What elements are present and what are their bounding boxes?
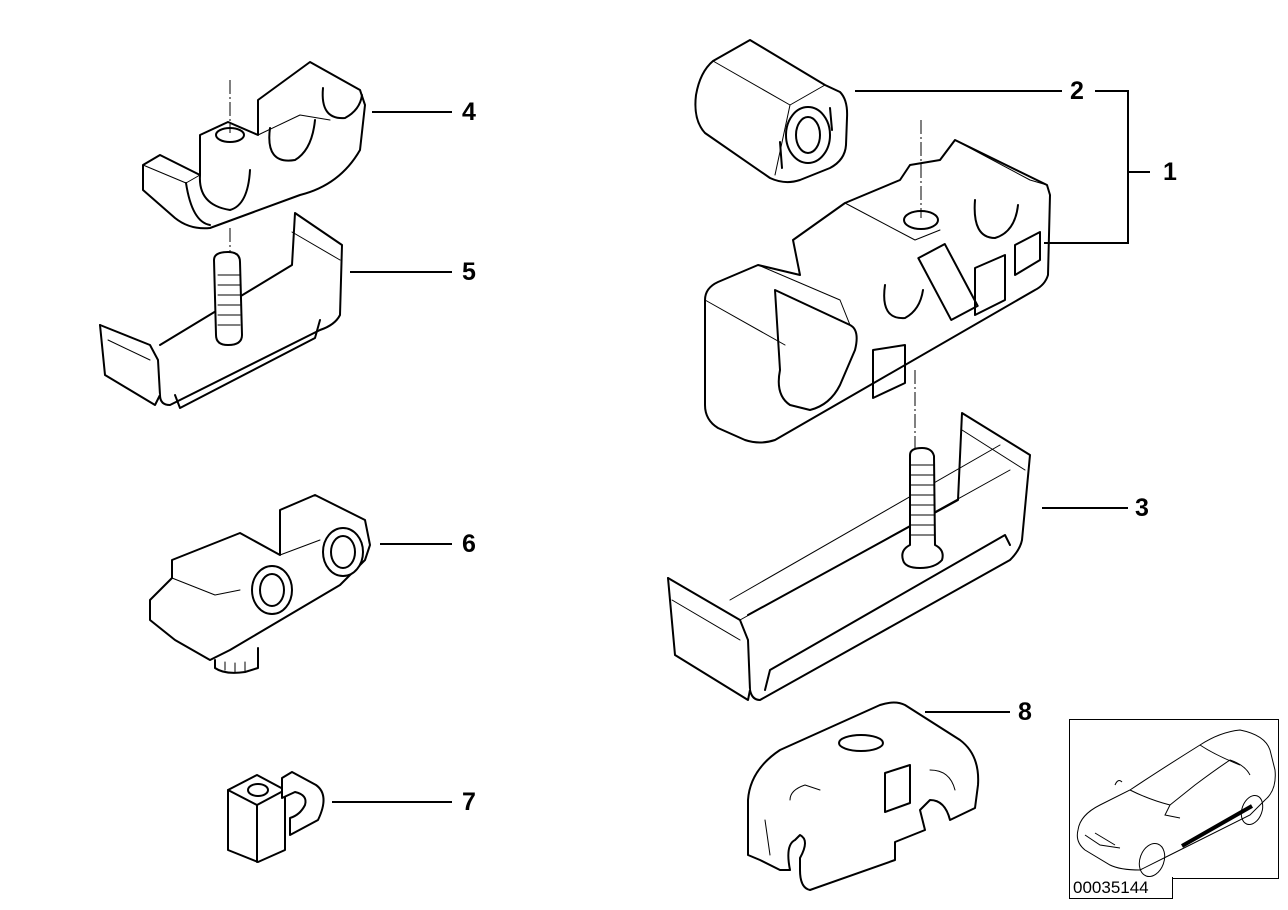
part-2-clip-insert <box>694 39 849 184</box>
part-8-saddle-clamp <box>747 701 980 891</box>
part-3-large-tray <box>667 412 1031 701</box>
car-location-thumbnail <box>1069 719 1279 879</box>
part-5-small-tray <box>99 212 343 409</box>
callout-2: 2 <box>1070 77 1084 105</box>
callout-8: 8 <box>1018 698 1032 726</box>
leader-lines <box>332 90 1150 803</box>
callout-3: 3 <box>1135 494 1149 522</box>
reference-number: 00035144 <box>1069 877 1173 899</box>
part-1-holder-body <box>704 139 1051 444</box>
callout-7: 7 <box>462 788 476 816</box>
part-6-double-pipe-clip <box>149 494 371 674</box>
callout-1: 1 <box>1163 158 1177 186</box>
callout-4: 4 <box>462 98 476 126</box>
part-4-triple-pipe-clip <box>142 61 366 230</box>
car-location-icon <box>1076 729 1276 877</box>
callout-6: 6 <box>462 530 476 558</box>
part-7-single-clip-block <box>227 771 325 863</box>
callout-5: 5 <box>462 258 476 286</box>
